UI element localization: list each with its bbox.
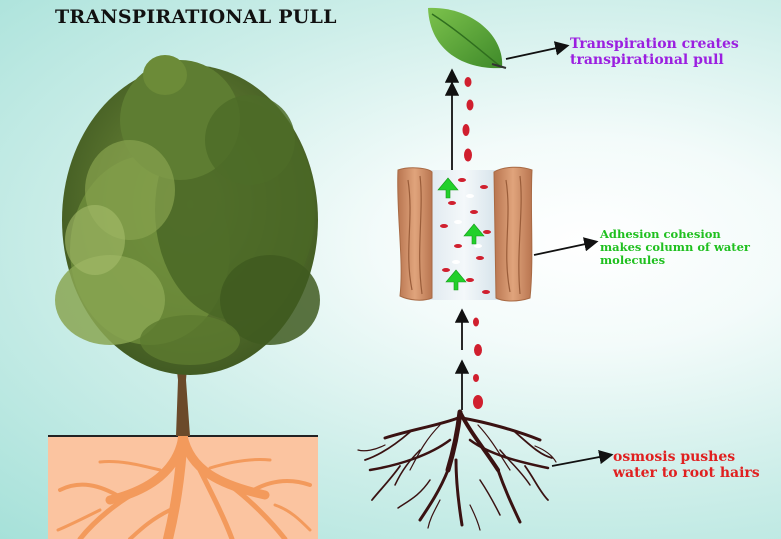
- label-line: Transpiration creates: [570, 36, 739, 52]
- label-line: water to root hairs: [613, 464, 760, 481]
- page-title: TRANSPIRATIONAL PULL: [55, 6, 337, 28]
- label-adhesion-cohesion: Adhesion cohesion makes column of water …: [600, 228, 750, 267]
- leaf-icon: [428, 7, 507, 69]
- water-drop-icon: [473, 317, 479, 327]
- upper-water-column: [444, 68, 474, 175]
- label-line: transpirational pull: [570, 51, 724, 68]
- water-drop-icon: [473, 395, 483, 409]
- label-transpiration: Transpiration creates transpirational pu…: [570, 36, 739, 68]
- water-drop-icon: [473, 374, 479, 382]
- root-system-icon: [357, 409, 557, 531]
- water-drop-icon: [464, 77, 472, 87]
- water-drop-icon: [474, 344, 482, 356]
- arrow-icon: [505, 41, 570, 60]
- water-drop-icon: [462, 124, 470, 136]
- lower-water-column: [454, 308, 483, 410]
- water-drop-icon: [466, 99, 474, 111]
- arrow-icon: [551, 449, 614, 467]
- arrow-icon: [533, 237, 599, 256]
- xylem-vessel-icon: [397, 166, 533, 302]
- label-line: Adhesion cohesion: [600, 227, 721, 241]
- label-line: molecules: [600, 252, 666, 267]
- label-osmosis: osmosis pushes water to root hairs: [613, 449, 760, 481]
- label-line: osmosis pushes: [613, 449, 736, 465]
- water-drop-icon: [464, 148, 472, 162]
- label-line: makes column of water: [600, 239, 750, 254]
- tree-icon: [55, 55, 320, 539]
